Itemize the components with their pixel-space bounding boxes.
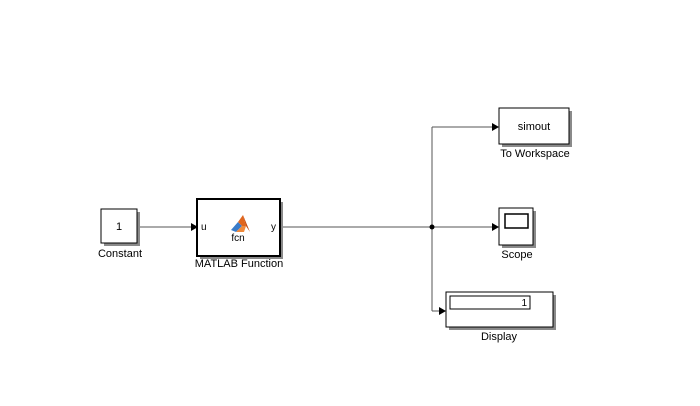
constant-label[interactable]: Constant — [98, 248, 142, 260]
wire-arrow-display-input — [439, 307, 446, 315]
scope-label[interactable]: Scope — [501, 249, 532, 261]
constant-block[interactable]: 1 Constant — [98, 208, 142, 260]
constant-value: 1 — [116, 221, 122, 233]
matlab-function-label[interactable]: MATLAB Function — [195, 258, 283, 270]
scope-block[interactable]: Scope — [498, 207, 536, 261]
display-readout-value: 1 — [521, 298, 527, 309]
to-workspace-block[interactable]: simout To Workspace — [498, 107, 572, 160]
constant-block-body[interactable] — [100, 208, 138, 244]
branch-junction-dot — [429, 224, 435, 230]
wire-arrow-workspace-input — [492, 123, 499, 131]
matlab-logo-icon — [231, 215, 250, 232]
to-workspace-label[interactable]: To Workspace — [500, 148, 570, 160]
matlab-function-name: fcn — [231, 233, 244, 244]
signal-lines — [138, 123, 499, 315]
wire-arrow-fcn-input — [191, 223, 198, 231]
display-block[interactable]: 1 Display — [445, 291, 556, 343]
matlab-function-output-port-label: y — [271, 222, 276, 233]
to-workspace-block-body[interactable] — [498, 107, 570, 145]
display-label[interactable]: Display — [481, 331, 518, 343]
matlab-function-block[interactable]: u y fcn MATLAB Function — [195, 198, 283, 270]
scope-screen-icon — [504, 213, 529, 229]
display-readout-field — [449, 295, 531, 310]
matlab-function-input-port-label: u — [201, 222, 207, 233]
to-workspace-variable: simout — [518, 121, 550, 133]
wire-arrow-scope-input — [492, 223, 499, 231]
